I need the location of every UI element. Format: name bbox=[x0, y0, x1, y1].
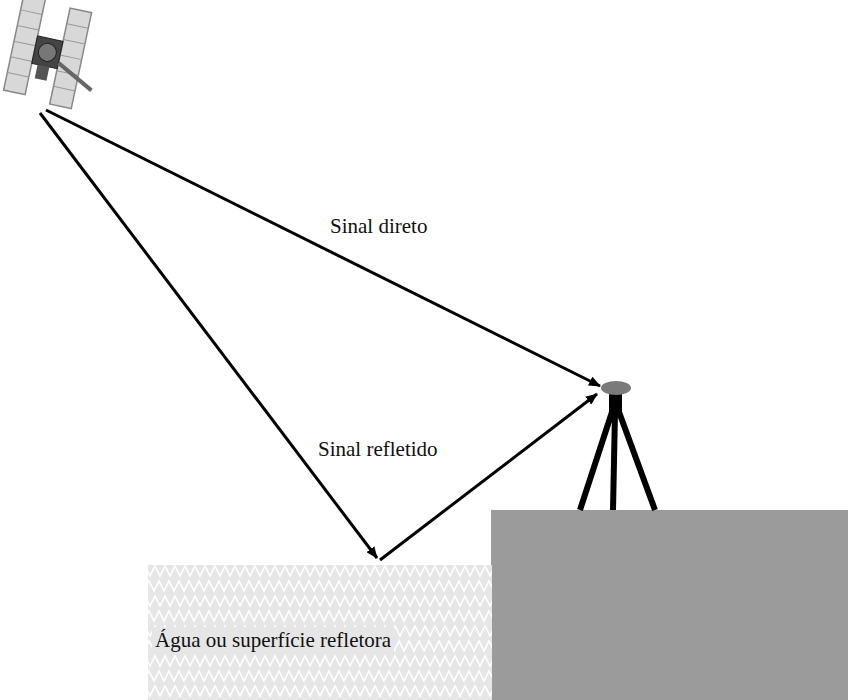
wave-line bbox=[148, 566, 492, 576]
wave-line bbox=[148, 671, 492, 681]
ground-block bbox=[491, 510, 848, 700]
wave-line bbox=[148, 656, 492, 666]
antenna-tripod bbox=[580, 381, 655, 510]
wave-line bbox=[148, 611, 492, 621]
reflecting-surface: Água ou superfície refletora bbox=[148, 565, 492, 700]
reflected-signal-arrow bbox=[380, 394, 597, 560]
surface-label: Água ou superfície refletora bbox=[152, 627, 394, 653]
wave-line bbox=[148, 686, 492, 696]
wave-line bbox=[148, 581, 492, 591]
direct-signal-arrow bbox=[46, 110, 600, 386]
wave-line bbox=[148, 596, 492, 606]
signal-label: Sinal direto bbox=[327, 214, 430, 238]
reflected-signal-arrow bbox=[40, 113, 377, 558]
signal-label: Sinal refletido bbox=[315, 437, 441, 461]
satellite bbox=[3, 0, 108, 112]
